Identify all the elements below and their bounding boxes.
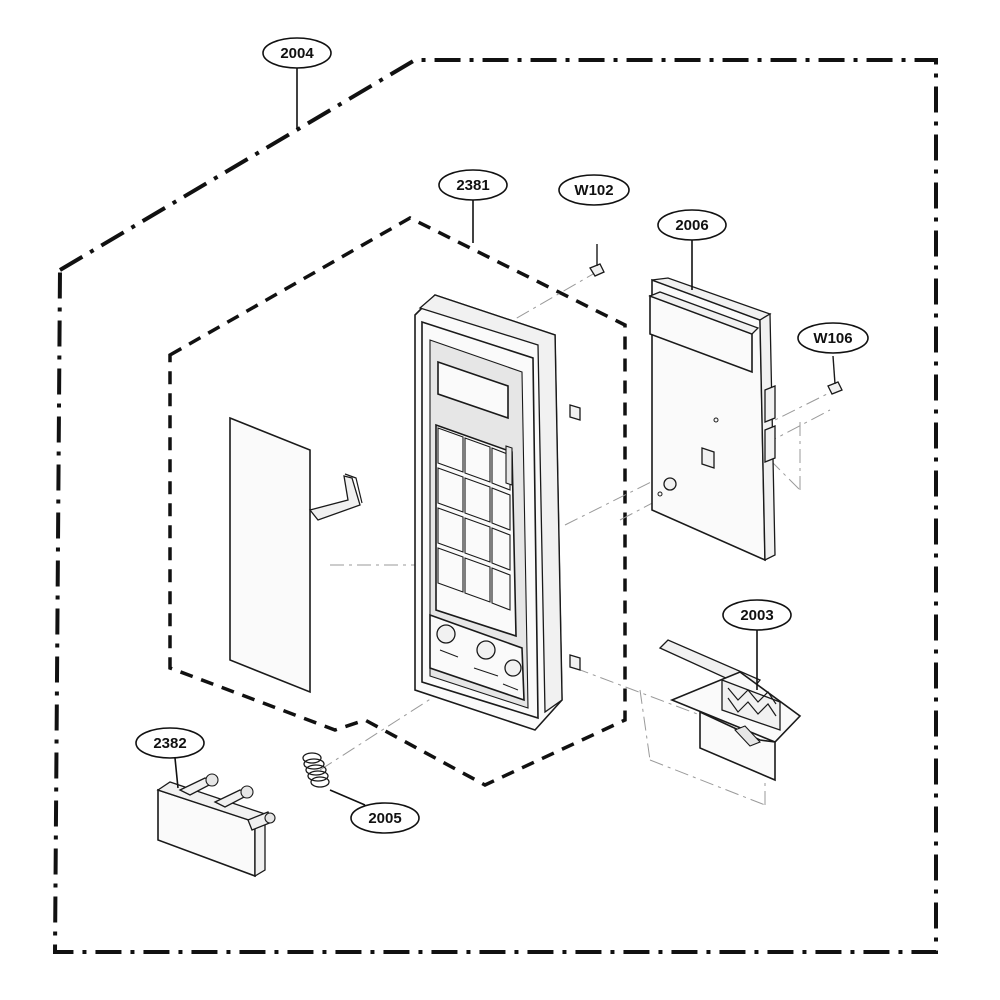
callout-label: W102	[574, 182, 613, 199]
assembly-boundary-outer	[52, 58, 938, 954]
callout-2382: 2382	[135, 727, 205, 759]
callout-label: 2006	[675, 217, 708, 234]
callout-label: 2004	[280, 45, 314, 62]
callout-2005: 2005	[350, 802, 420, 834]
callout-label: 2381	[456, 177, 489, 194]
callout-2006: 2006	[657, 209, 727, 241]
control-button	[156, 773, 276, 878]
spring	[302, 752, 330, 788]
callout-label: W106	[813, 330, 852, 347]
callout-2004: 2004	[262, 37, 332, 69]
callout-label: 2005	[368, 810, 401, 827]
callout-w106: W106	[797, 322, 869, 354]
callout-label: 2382	[153, 735, 186, 752]
callout-label: 2003	[740, 607, 773, 624]
control-panel-frame	[414, 294, 581, 731]
assembly-boundary-inner	[168, 216, 627, 787]
screw-w106	[827, 355, 843, 395]
callout-2381: 2381	[438, 169, 508, 201]
callout-w102: W102	[558, 174, 630, 206]
leader-lines	[174, 68, 758, 806]
pcb-assembly	[648, 277, 776, 562]
screw-w102	[589, 244, 605, 277]
callout-2003: 2003	[722, 599, 792, 631]
membrane-keypad-sheet	[229, 416, 363, 694]
door-latch-lever	[658, 639, 802, 782]
